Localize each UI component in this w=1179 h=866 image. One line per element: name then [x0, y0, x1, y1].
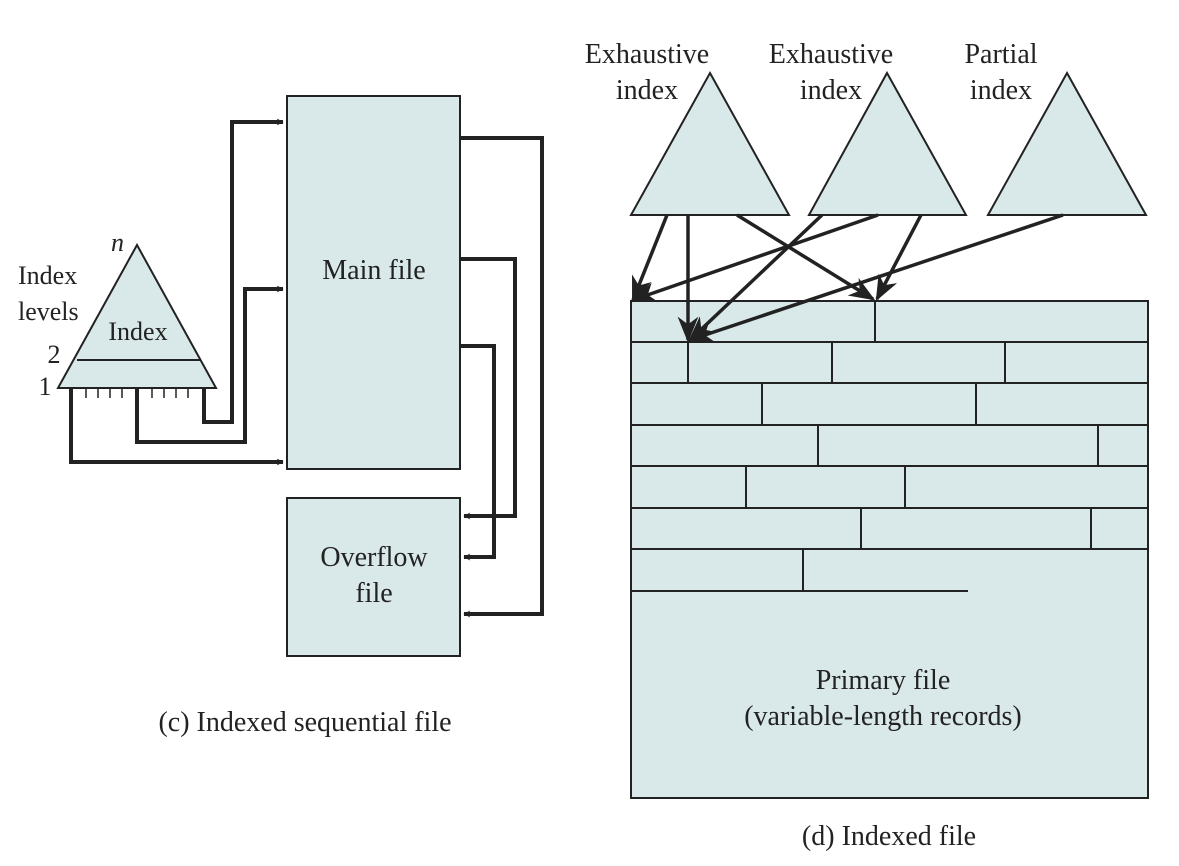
overflow-file-box [286, 497, 461, 657]
record-rows [631, 301, 1148, 592]
exhaustive-index-1-label-2: index [616, 75, 678, 106]
partial-index-label-1: Partial [964, 39, 1037, 70]
main-file-box [286, 95, 461, 470]
caption-d: (d) Indexed file [802, 821, 976, 852]
exhaustive-index-2-label-2: index [800, 75, 862, 106]
primary-file-label-1: Primary file [816, 665, 951, 696]
exhaustive-index-2-triangle [807, 70, 968, 216]
exhaustive-index-1-label-1: Exhaustive [585, 39, 709, 70]
partial-index-triangle [986, 70, 1148, 216]
partial-index-label-2: index [970, 75, 1032, 106]
main-file-label: Main file [322, 255, 425, 286]
level-n-label: n [111, 228, 124, 257]
index-to-main-arrows [69, 118, 284, 466]
index-pointer-arrows [630, 213, 1064, 343]
index-levels-label-2: levels [18, 297, 79, 326]
overflow-file-label-1: Overflow [320, 542, 428, 573]
indexed-file: Exhaustive index Exhaustive index Partia… [585, 39, 1149, 852]
primary-file-label-2: (variable-length records) [744, 701, 1022, 732]
index-label: Index [108, 317, 167, 346]
main-to-overflow-arrows [460, 136, 544, 618]
level-1-label: 1 [39, 372, 52, 401]
overflow-file-label-2: file [355, 578, 392, 609]
index-levels-label-1: Index [18, 261, 77, 290]
level-2-label: 2 [48, 340, 61, 369]
indexed-sequential-file: Index levels n 2 1 Index Main file Overf… [18, 95, 544, 738]
index-base-ticks [85, 388, 189, 398]
exhaustive-index-1-triangle [629, 70, 791, 216]
exhaustive-index-2-label-1: Exhaustive [769, 39, 893, 70]
caption-c: (c) Indexed sequential file [158, 707, 451, 738]
